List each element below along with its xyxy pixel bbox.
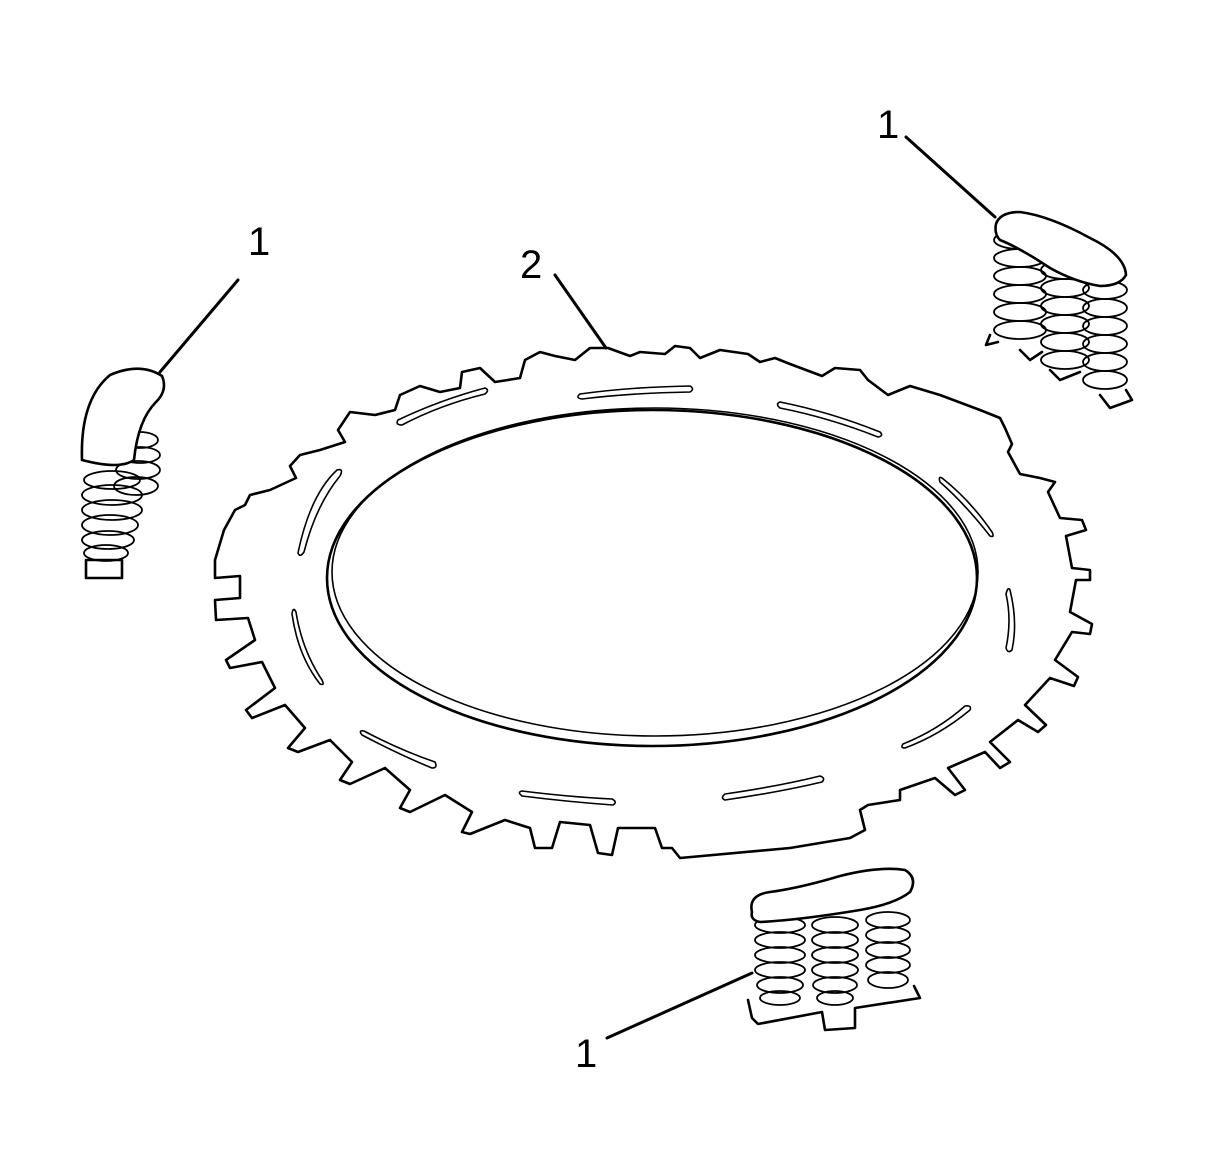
- spring-coils: [993, 230, 1128, 390]
- spring-assembly-left: [80, 367, 166, 580]
- clutch-plate-oil-slots: [291, 385, 1016, 806]
- clutch-plate-outer-teeth: [213, 344, 1094, 860]
- callout-1-bottom: 1: [575, 1032, 598, 1076]
- leader-line-callout-1-right: [904, 135, 997, 219]
- leader-line-callout-2: [553, 273, 608, 350]
- clutch-plate: [213, 344, 1094, 860]
- spring-cap: [994, 210, 1128, 288]
- callout-2: 2: [520, 243, 543, 287]
- leader-line-callout-1-bottom: [605, 971, 754, 1040]
- spring-coils: [754, 911, 911, 1006]
- spring-base-tab: [84, 558, 124, 580]
- spring-base-tabs: [984, 333, 1134, 410]
- clutch-plate-inner-bore: [325, 408, 979, 748]
- spring-assembly-right: [984, 210, 1134, 410]
- callout-1-right: 1: [877, 103, 900, 147]
- spring-base-plate: [746, 984, 922, 1032]
- spring-assembly-bottom: [746, 867, 922, 1032]
- spring-cap: [750, 867, 915, 924]
- clutch-plate-inner-bore-edge: [331, 407, 979, 737]
- leader-line-callout-1-left: [158, 278, 240, 374]
- callout-1-left: 1: [248, 220, 271, 264]
- spring-cap: [80, 367, 166, 467]
